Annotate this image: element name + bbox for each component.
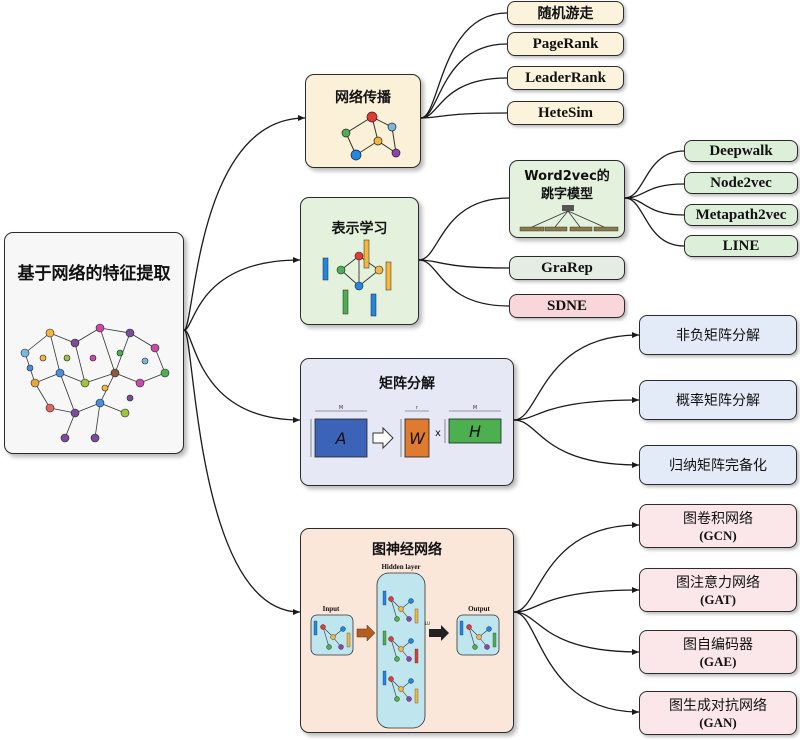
leaf-hetesim: HeteSim [507, 101, 624, 125]
propagation-graph-icon [341, 111, 401, 161]
root-node: 基于网络的特征提取 [4, 232, 184, 454]
leaf-gat-line1: 图注意力网络 [676, 575, 760, 591]
leaf-gae-line2: (GAE) [699, 654, 737, 669]
leaf-nmf: 非负矩阵分解 [639, 315, 797, 355]
leaf-gcn-line1: 图卷积网络 [683, 511, 753, 527]
propagation-title: 网络传播 [335, 90, 391, 106]
leaf-gcn: 图卷积网络 (GCN) [639, 504, 797, 548]
matrix-node: 矩阵分解 M M r A W x H [300, 358, 514, 486]
gnn-input-label: Input [323, 605, 340, 613]
leaf-gan-line1: 图生成对抗网络 [669, 698, 767, 714]
representation-title: 表示学习 [331, 221, 388, 237]
root-title: 基于网络的特征提取 [17, 264, 171, 284]
leaf-metapath2vec-label: Metapath2vec [695, 206, 787, 223]
matrix-title: 矩阵分解 [379, 376, 435, 392]
arrow-icon [372, 426, 394, 450]
leaf-gcn-line2: (GCN) [699, 528, 737, 543]
matrix-w-block [404, 418, 430, 458]
word2vec-line2: 跳字模型 [540, 187, 593, 202]
matrix-times-label: x [435, 428, 441, 439]
leaf-sdne-label: SDNE [546, 297, 587, 314]
leaf-pmf-label: 概率矩阵分解 [676, 393, 760, 409]
leaf-gat: 图注意力网络 (GAT) [639, 568, 797, 612]
connector-root-propagation [183, 117, 306, 331]
word2vec-line1: Word2vec的 [524, 169, 610, 184]
leaf-line: LINE [684, 235, 798, 257]
leaf-sdne: SDNE [509, 294, 625, 318]
matrix-h-label: H [469, 422, 481, 441]
leaf-leaderrank: LeaderRank [507, 66, 624, 90]
matrix-h-block [448, 418, 502, 444]
gnn-title: 图神经网络 [372, 542, 442, 558]
gnn-hidden-label: Hidden layer [381, 563, 420, 571]
matrix-dim-m-label-h: M [473, 405, 477, 411]
matrix-a-block [314, 418, 368, 458]
leaf-node2vec-label: Node2vec [710, 174, 772, 191]
root-network-icon [20, 323, 170, 443]
gnn-arrow-1 [356, 624, 376, 642]
leaf-random-walk: 随机游走 [507, 1, 624, 25]
leaf-line-label: LINE [722, 237, 760, 254]
leaf-node2vec: Node2vec [684, 172, 798, 194]
leaf-imc: 归纳矩阵完备化 [639, 445, 797, 485]
matrix-dim-r-label: r [416, 405, 419, 411]
leaf-grarep-label: GraRep [541, 259, 593, 276]
leaf-gan: 图生成对抗网络 (GAN) [639, 691, 797, 735]
connector-root-gnn [183, 329, 301, 613]
leaf-pagerank: PageRank [507, 32, 624, 56]
matrix-a-label: A [335, 429, 347, 448]
gnn-architecture-figure: Input Hidden layer Output ReLU [310, 563, 500, 729]
leaf-metapath2vec: Metapath2vec [684, 204, 798, 226]
gnn-arrow-2 [429, 625, 449, 641]
leaf-gat-line2: (GAT) [700, 592, 736, 607]
connector-root-matrix [183, 329, 301, 421]
leaf-gae-line1: 图自编码器 [683, 637, 753, 653]
leaf-deepwalk: Deepwalk [684, 140, 798, 162]
leaf-pagerank-label: PageRank [532, 35, 599, 52]
skipgram-diagram-icon [519, 205, 619, 232]
leaf-pmf: 概率矩阵分解 [639, 380, 797, 420]
word2vec-node: Word2vec的 跳字模型 [509, 160, 625, 238]
leaf-gae: 图自编码器 (GAE) [639, 630, 797, 674]
leaf-grarep: GraRep [509, 256, 625, 280]
leaf-gan-line2: (GAN) [699, 715, 737, 730]
leaf-deepwalk-label: Deepwalk [709, 142, 773, 159]
leaf-nmf-label: 非负矩阵分解 [676, 328, 760, 344]
representation-node: 表示学习 [300, 197, 419, 325]
matrix-factorization-figure: M M r A W x H [310, 405, 502, 458]
matrix-w-label: W [409, 429, 426, 448]
propagation-node: 网络传播 [305, 74, 421, 168]
leaf-hetesim-label: HeteSim [538, 104, 593, 121]
leaf-imc-label: 归纳矩阵完备化 [669, 458, 767, 474]
gnn-output-label: Output [468, 605, 490, 613]
representation-embedding-icon [322, 239, 392, 317]
leaf-leaderrank-label: LeaderRank [525, 69, 606, 86]
leaf-random-walk-label: 随机游走 [537, 6, 594, 22]
connector-root-representation [183, 259, 301, 331]
gnn-node: 图神经网络 Input Hidden layer Output ReLU [300, 528, 514, 733]
matrix-dim-m-label: M [339, 405, 343, 411]
